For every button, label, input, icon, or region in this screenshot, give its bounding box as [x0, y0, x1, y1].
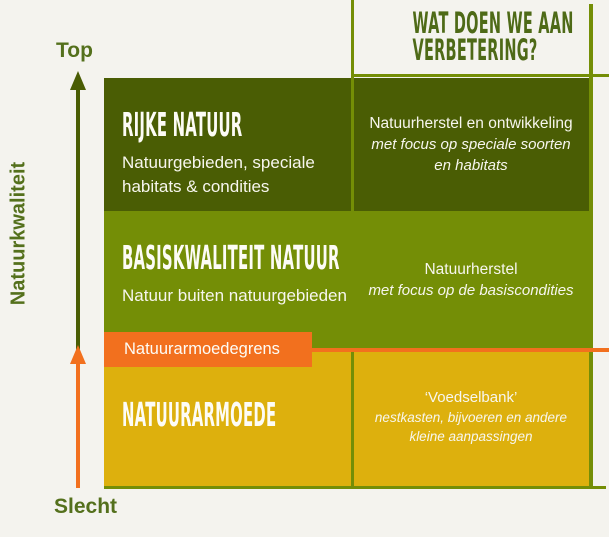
band-natuurarmoede-title: NATUURARMOEDE [122, 395, 277, 434]
actions-column-header: WAT DOEN WE AAN VERBETERING? [354, 6, 588, 67]
y-axis-bottom-label: Slecht [54, 495, 118, 518]
quality-arrow-up-orange-shaft [76, 362, 80, 488]
poverty-threshold-label: Natuurarmoedegrens [124, 340, 280, 358]
band-basiskwaliteit-subtitle-line1: Natuur buiten natuurgebieden [122, 286, 347, 305]
band-natuurarmoede: NATUURARMOEDE [104, 348, 590, 486]
poverty-threshold-line [311, 348, 609, 352]
band-rijke-natuur-subtitle-line2: habitats & condities [122, 177, 270, 196]
quality-arrow-up-green-head-icon [70, 71, 86, 90]
action-natuurarmoede-detail-line1: nestkasten, bijvoeren en andere [374, 410, 568, 425]
band-basiskwaliteit-natuur: BASISKWALITEIT NATUUR Natuur buiten natu… [104, 211, 590, 348]
bottom-border-line [104, 486, 606, 489]
action-basiskwaliteit-detail-line1: met focus op de basiscondities [368, 281, 574, 299]
actions-column-header-line1: WAT DOEN WE AAN [412, 6, 574, 40]
poverty-threshold-box: Natuurarmoedegrens [104, 332, 312, 367]
band-rijke-natuur-subtitle-line1: Natuurgebieden, speciale [122, 153, 315, 172]
column-divider-line [351, 0, 354, 486]
action-rijke-natuur-detail-line1: met focus op speciale soorten [371, 136, 571, 153]
action-cell-rijke-natuur: Natuurherstel en ontwikkeling met focus … [354, 78, 588, 211]
y-axis-top-label: Top [56, 39, 93, 62]
band-rijke-natuur-subtitle: Natuurgebieden, speciale habitats & cond… [122, 151, 590, 199]
band-rijke-natuur: RIJKE NATUUR Natuurgebieden, speciale ha… [104, 78, 590, 211]
action-natuurarmoede-detail-line2: kleine aanpassingen [409, 429, 533, 444]
quality-arrow-up-green-shaft [76, 88, 80, 352]
quality-arrow-up-orange-head-icon [70, 345, 86, 364]
actions-column-header-line2: VERBETERING? [412, 33, 538, 67]
band-basiskwaliteit-subtitle: Natuur buiten natuurgebieden [122, 284, 590, 308]
band-basiskwaliteit-title: BASISKWALITEIT NATUUR [122, 238, 340, 277]
action-rijke-natuur-detail-line2: en habitats [434, 157, 508, 174]
action-basiskwaliteit-main: Natuurherstel [424, 260, 518, 278]
action-cell-natuurarmoede: ‘Voedselbank’ nestkasten, bijvoeren en a… [354, 348, 588, 486]
right-border-line [589, 4, 593, 486]
y-axis-label: Natuurkwaliteit [7, 161, 30, 306]
action-natuurarmoede-main: ‘Voedselbank’ [424, 389, 518, 406]
action-rijke-natuur-main: Natuurherstel en ontwikkeling [369, 115, 573, 132]
action-cell-basiskwaliteit: Natuurherstel met focus op de basiscondi… [354, 211, 588, 348]
top-border-line [352, 74, 609, 77]
band-rijke-natuur-title: RIJKE NATUUR [122, 105, 243, 144]
